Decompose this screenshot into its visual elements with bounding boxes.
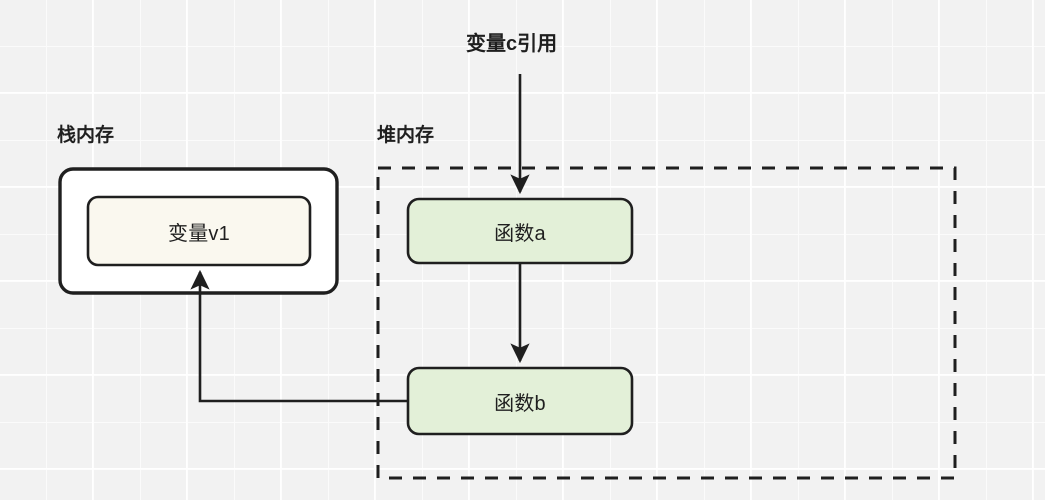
heap-region-border — [376, 166, 957, 480]
variable-c-reference-label: 变量c引用 — [466, 33, 558, 55]
func-a-label[interactable]: 函数a — [494, 222, 546, 245]
stack-var-label[interactable]: 变量v1 — [168, 222, 230, 245]
func-b-box[interactable] — [406, 366, 634, 436]
func-b-label[interactable]: 函数b — [494, 392, 546, 415]
stack-region-label: 栈内存 — [57, 125, 115, 146]
func-a-box[interactable] — [406, 197, 634, 265]
edge-func-b-to-stack-var — [190, 269, 407, 403]
heap-region-label: 堆内存 — [377, 125, 435, 146]
stack-var-box[interactable] — [86, 195, 312, 267]
